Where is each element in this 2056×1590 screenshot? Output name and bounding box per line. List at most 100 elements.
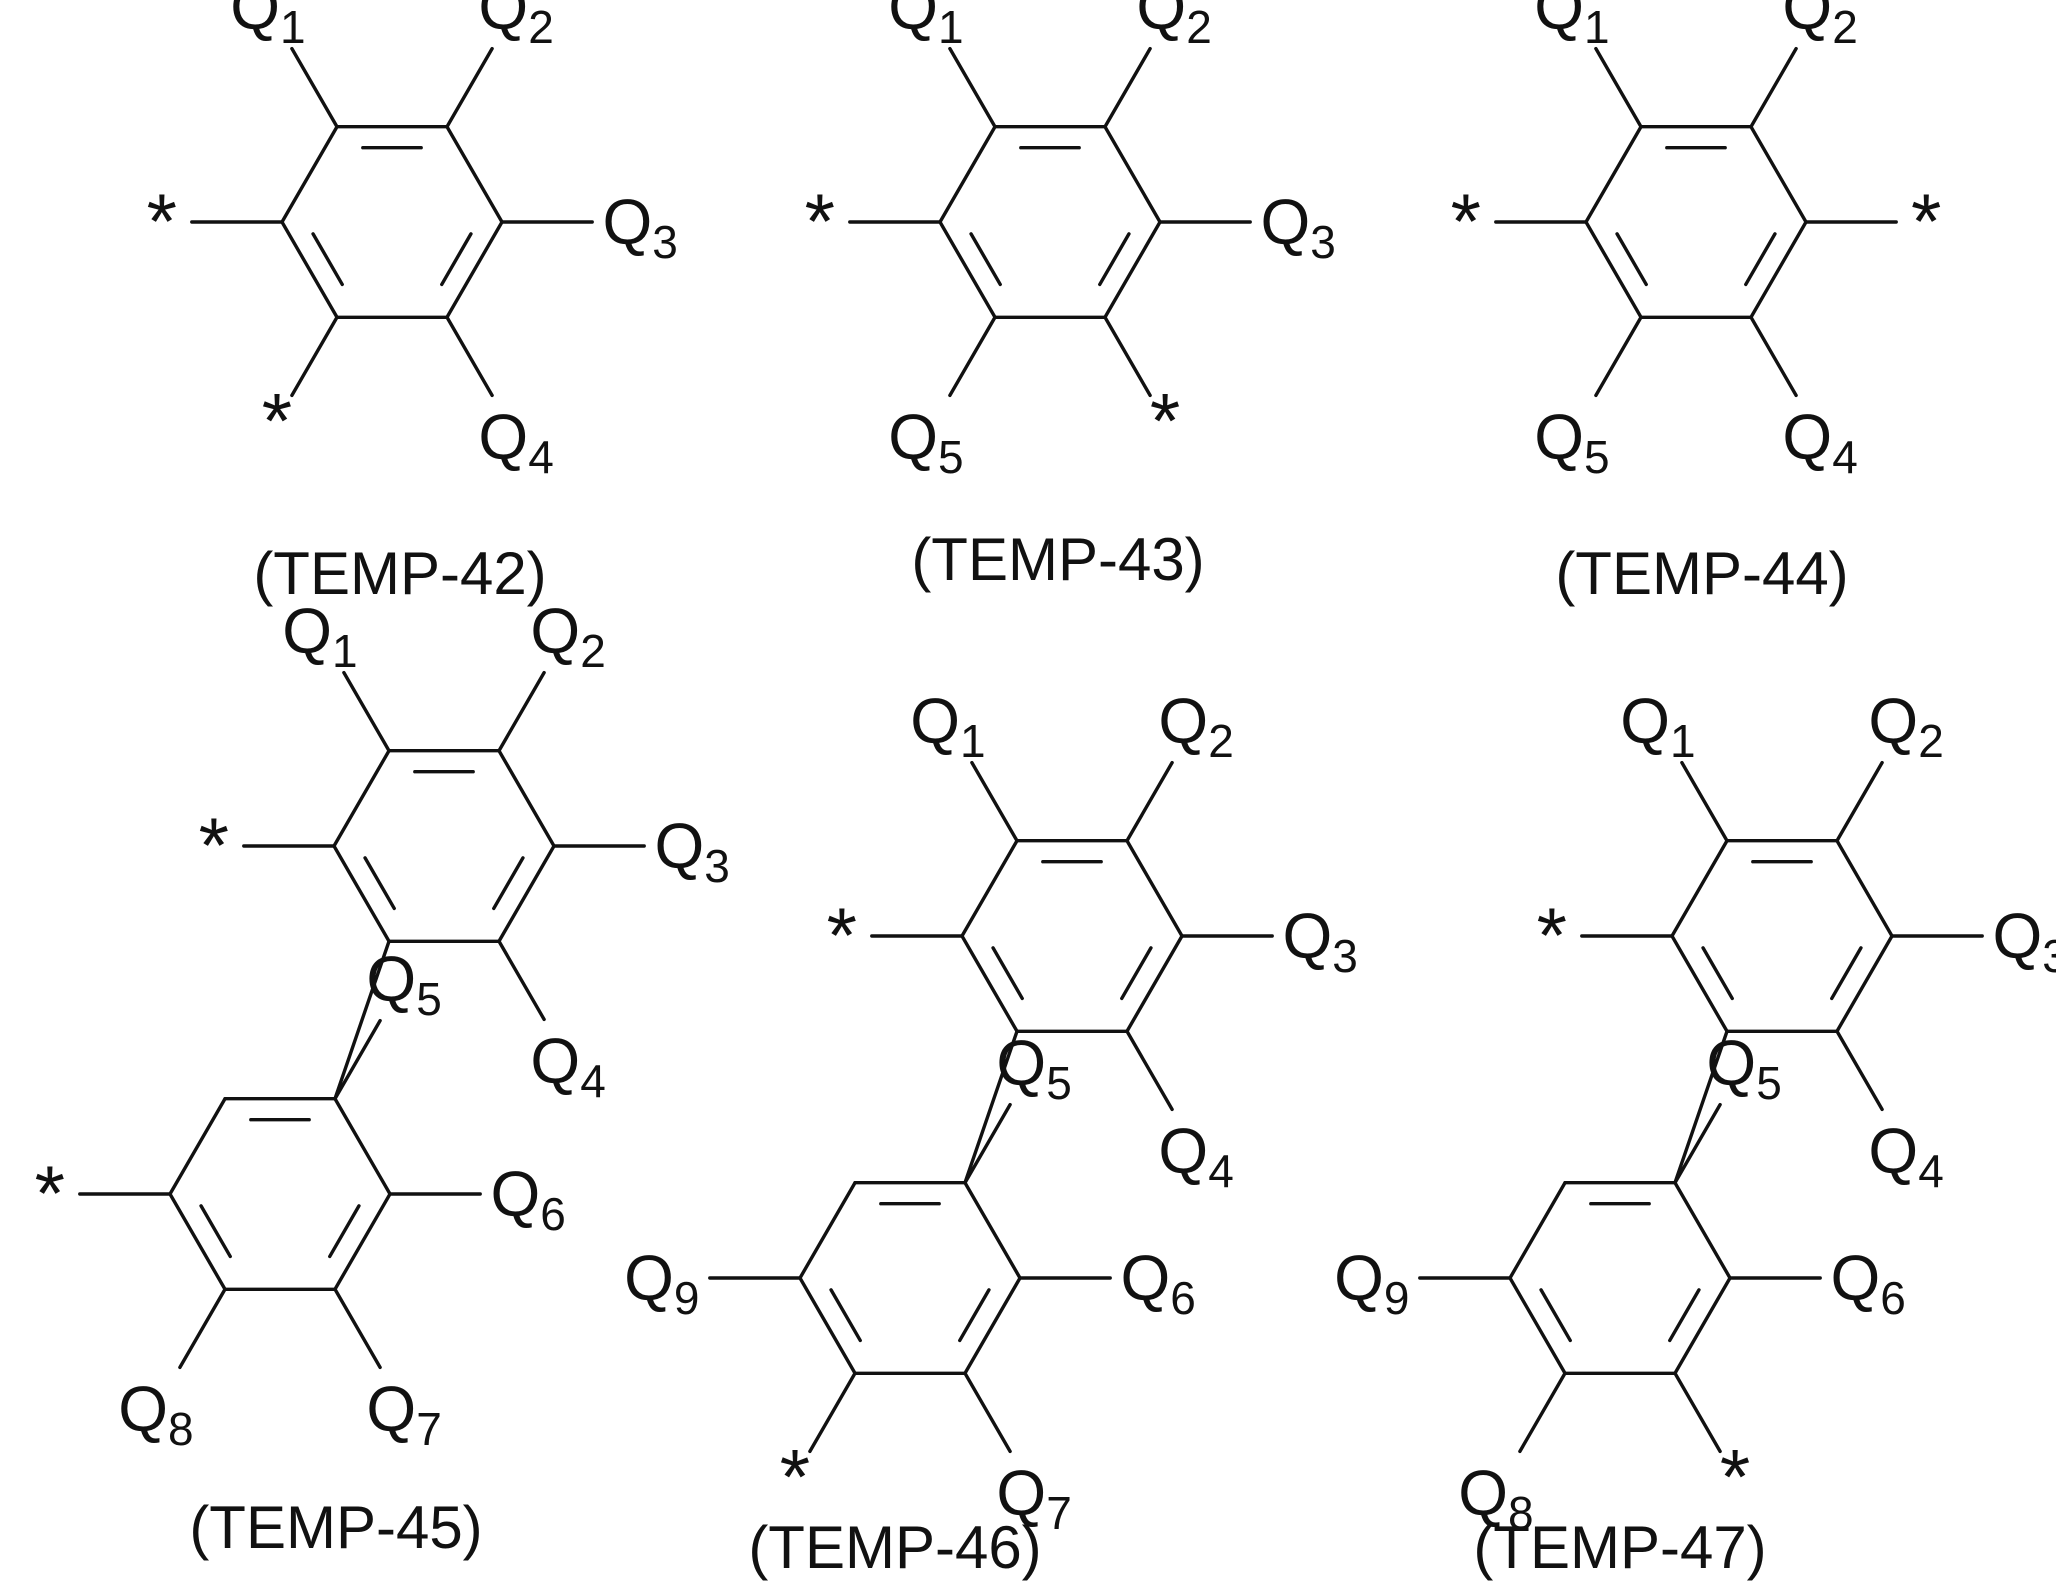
temp46-substituent-bond: [972, 763, 1017, 841]
temp43-substituent-label: Q2: [1136, 0, 1211, 53]
structure-temp44: Q1Q2*Q4Q5*: [1451, 0, 1942, 483]
temp44-substituent-label: Q5: [1534, 401, 1609, 483]
temp44-substituent-label: Q1: [1534, 0, 1609, 53]
structure-temp42: Q1Q2Q3Q4**: [147, 0, 678, 483]
temp47-double-bond: [1703, 948, 1732, 999]
temp42-substituent-bond: [447, 317, 492, 395]
temp47-double-bond: [1541, 1290, 1570, 1341]
temp44-substituent-bond: [1751, 49, 1796, 127]
temp45-ring-bond: [170, 1099, 225, 1194]
temp45-ring-bond: [334, 751, 389, 846]
temp44-double-bond: [1746, 234, 1775, 285]
temp47-substituent-label: Q3: [1993, 900, 2056, 982]
temp45-ring-bond: [335, 1099, 390, 1194]
temp44-substituent-bond: [1596, 317, 1641, 395]
temp47-substituent-label: Q9: [1334, 1242, 1409, 1324]
temp47-attachment-point: *: [1720, 1432, 1750, 1520]
temp46-double-bond: [993, 948, 1022, 999]
temp43-attachment-point: *: [805, 177, 835, 265]
temp47-ring-bond: [1837, 841, 1892, 936]
temp46-substituent-bond: [965, 1373, 1010, 1451]
temp47-ring-bond: [1675, 1278, 1730, 1373]
temp47-double-bond: [1832, 948, 1861, 999]
temp42-ring-bond: [447, 222, 502, 317]
temp45-substituent-label: Q5: [366, 943, 441, 1025]
temp47-substituent-bond: [1682, 763, 1727, 841]
temp43-substituent-bond: [950, 317, 995, 395]
temp46-double-bond: [1122, 948, 1151, 999]
temp47-double-bond: [1670, 1290, 1699, 1341]
temp42-ring-bond: [447, 127, 502, 222]
temp47-substituent-bond: [1675, 1373, 1720, 1451]
temp45-ring-bond: [170, 1194, 225, 1289]
temp45-substituent-label: Q1: [282, 595, 357, 677]
temp45-ring-bond: [334, 846, 389, 941]
temp45-substituent-bond: [180, 1289, 225, 1367]
temp42-ring-bond: [282, 127, 337, 222]
temp45-substituent-label: Q4: [530, 1025, 605, 1107]
temp44-ring-bond: [1586, 127, 1641, 222]
temp45-double-bond: [365, 858, 394, 909]
temp47-substituent-bond: [1837, 763, 1882, 841]
caption-temp45: (TEMP-45): [189, 1494, 482, 1561]
temp46-ring-bond: [1127, 936, 1182, 1031]
temp46-double-bond: [831, 1290, 860, 1341]
temp45-substituent-bond: [499, 673, 544, 751]
temp43-substituent-bond: [1105, 49, 1150, 127]
temp42-double-bond: [442, 234, 471, 285]
temp46-attachment-point: *: [780, 1432, 810, 1520]
temp44-attachment-point: *: [1911, 177, 1941, 265]
temp44-ring-bond: [1586, 222, 1641, 317]
structure-temp46: Q1Q2Q3Q4*Q5Q6Q7*Q9: [624, 685, 1358, 1539]
temp44-substituent-bond: [1751, 317, 1796, 395]
caption-temp42: (TEMP-42): [253, 540, 546, 607]
temp45-attachment-point: *: [199, 801, 229, 889]
caption-temp46: (TEMP-46): [748, 1514, 1041, 1581]
temp43-substituent-bond: [1105, 317, 1150, 395]
temp42-attachment-point: *: [262, 376, 292, 464]
temp46-substituent-label: Q1: [910, 685, 985, 767]
temp43-attachment-point: *: [1150, 376, 1180, 464]
temp43-substituent-label: Q5: [888, 401, 963, 483]
temp46-attachment-point: *: [827, 891, 857, 979]
temp44-ring-bond: [1751, 222, 1806, 317]
temp45-attachment-point: *: [35, 1149, 65, 1237]
temp47-ring-bond: [1837, 936, 1892, 1031]
temp45-double-bond: [494, 858, 523, 909]
temp43-ring-bond: [940, 222, 995, 317]
temp46-ring-bond: [965, 1278, 1020, 1373]
temp47-substituent-label: Q5: [1706, 1027, 1781, 1109]
temp46-ring-bond: [800, 1278, 855, 1373]
temp43-double-bond: [1100, 234, 1129, 285]
temp43-ring-bond: [1105, 127, 1160, 222]
temp45-substituent-label: Q6: [491, 1158, 566, 1240]
temp42-double-bond: [313, 234, 342, 285]
structure-temp43: Q1Q2Q3*Q5*: [805, 0, 1336, 483]
temp42-substituent-bond: [292, 317, 337, 395]
temp46-substituent-label: Q3: [1283, 900, 1358, 982]
temp47-substituent-label: Q2: [1868, 685, 1943, 767]
temp46-substituent-label: Q5: [996, 1027, 1071, 1109]
temp47-ring-bond: [1510, 1278, 1565, 1373]
temp43-ring-bond: [940, 127, 995, 222]
temp42-substituent-label: Q2: [478, 0, 553, 53]
temp45-ring-bond: [499, 846, 554, 941]
temp44-substituent-bond: [1596, 49, 1641, 127]
temp42-substituent-label: Q4: [478, 401, 553, 483]
temp45-substituent-label: Q2: [530, 595, 605, 677]
temp42-substituent-label: Q3: [603, 186, 678, 268]
temp47-ring-bond: [1672, 936, 1727, 1031]
temp47-ring-bond: [1675, 1183, 1730, 1278]
structure-temp47: Q1Q2Q3Q4*Q5Q6*Q8Q9: [1334, 685, 2056, 1539]
temp46-double-bond: [960, 1290, 989, 1341]
temp45-substituent-label: Q8: [118, 1373, 193, 1455]
temp42-substituent-bond: [292, 49, 337, 127]
temp42-substituent-bond: [447, 49, 492, 127]
temp45-substituent-bond: [499, 941, 544, 1019]
temp42-substituent-label: Q1: [230, 0, 305, 53]
temp46-ring-bond: [1127, 841, 1182, 936]
caption-temp44: (TEMP-44): [1555, 540, 1848, 607]
temp44-substituent-label: Q2: [1782, 0, 1857, 53]
caption-temp43: (TEMP-43): [911, 526, 1204, 593]
